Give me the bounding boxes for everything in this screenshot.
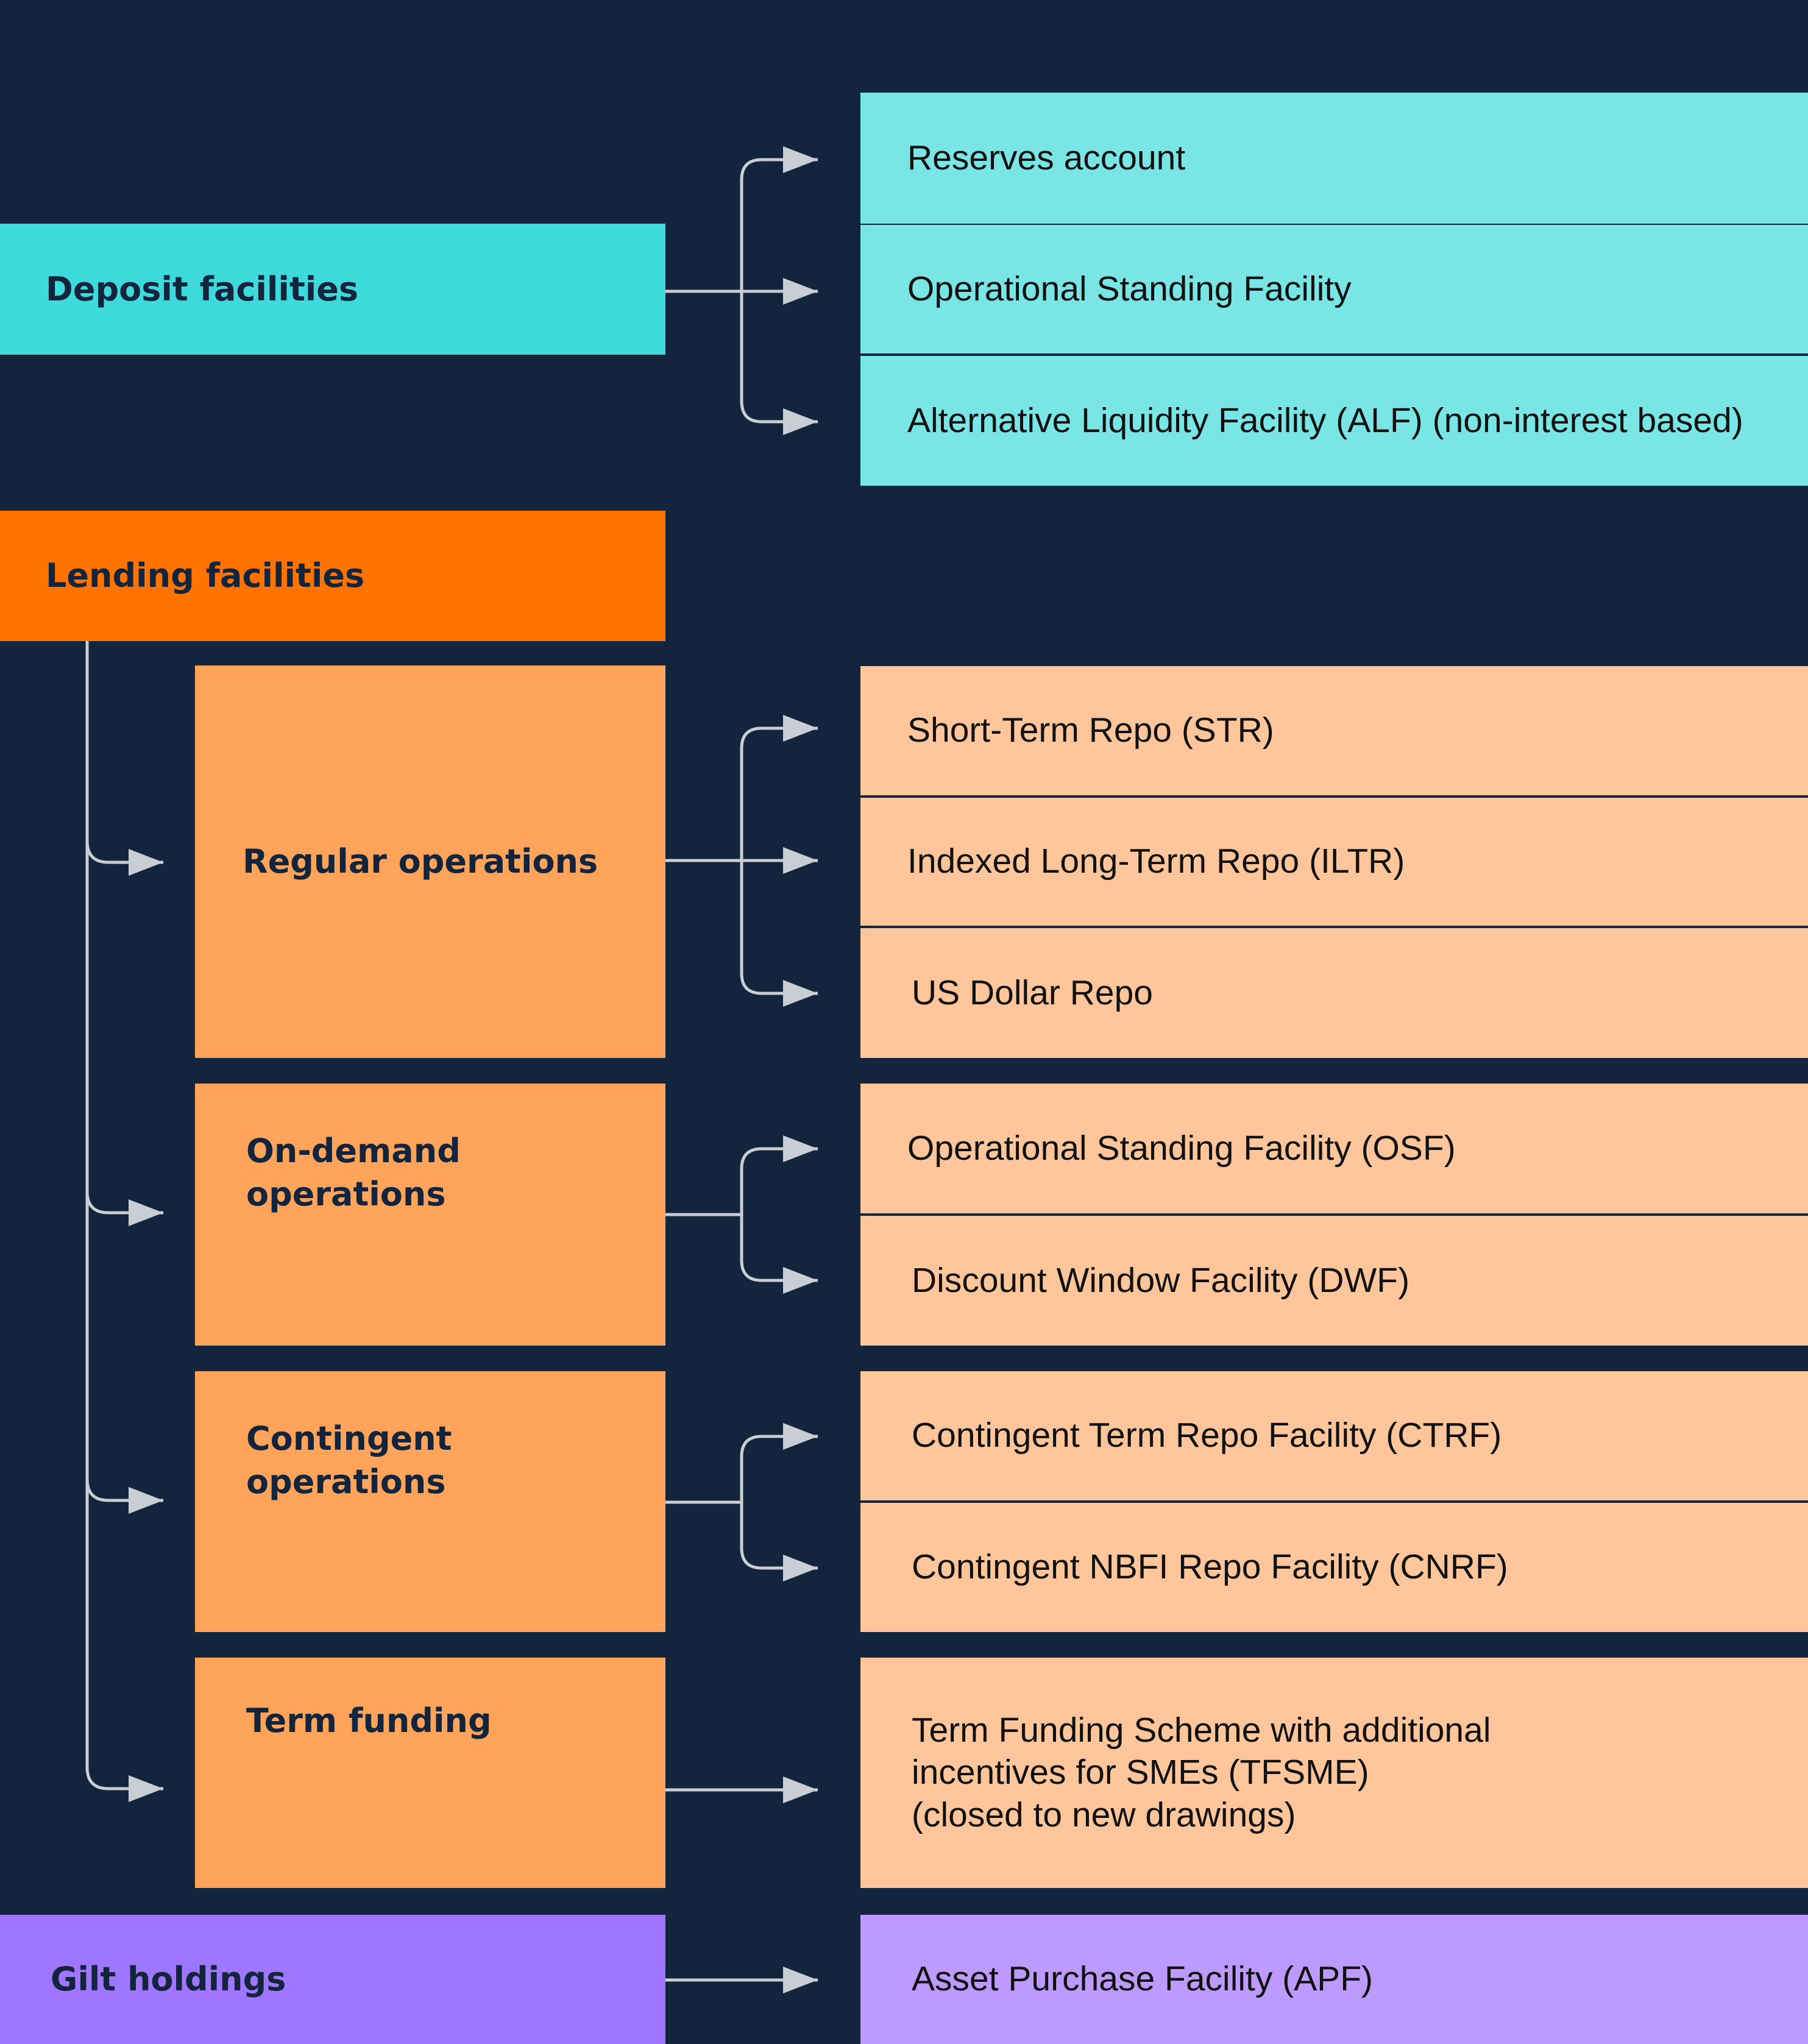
contingent-item-label: Contingent Term Repo Facility (CTRF) bbox=[912, 1416, 1502, 1455]
lending-arrow-regular bbox=[85, 840, 163, 864]
term-funding-label: Term funding bbox=[246, 1702, 492, 1740]
term-funding-item-label: Term Funding Scheme with additional ince… bbox=[912, 1710, 1491, 1834]
regular-item-label: US Dollar Repo bbox=[912, 973, 1153, 1012]
gilt-item-label: Asset Purchase Facility (APF) bbox=[912, 1959, 1374, 1999]
regular-operations-label: Regular operations bbox=[243, 842, 598, 881]
regular-item-label: Indexed Long-Term Repo (ILTR) bbox=[907, 842, 1405, 881]
ondemand-item-label: Operational Standing Facility (OSF) bbox=[907, 1128, 1456, 1168]
deposit-item-alf: Alternative Liquidity Facility (ALF) (no… bbox=[860, 356, 1808, 486]
gilt-holdings-label: Gilt holdings bbox=[51, 1960, 286, 1999]
regular-item-usd-repo: US Dollar Repo bbox=[860, 928, 1808, 1058]
term-funding-box: Term funding bbox=[195, 1658, 665, 1888]
lending-arrow-contingent bbox=[85, 1478, 163, 1502]
lending-facilities-label: Lending facilities bbox=[46, 556, 365, 595]
on-demand-operations-label: On-demand operations bbox=[246, 1132, 461, 1214]
ondemand-bracket bbox=[740, 1147, 818, 1282]
contingent-operations-box: Contingent operations bbox=[195, 1371, 665, 1632]
deposit-facilities-box: Deposit facilities bbox=[0, 224, 665, 355]
on-demand-operations-box: On-demand operations bbox=[195, 1084, 665, 1346]
contingent-item-ctrf: Contingent Term Repo Facility (CTRF) bbox=[860, 1371, 1808, 1500]
arrowheads bbox=[129, 146, 818, 1993]
ondemand-item-osf: Operational Standing Facility (OSF) bbox=[860, 1084, 1808, 1213]
regular-item-iltr: Indexed Long-Term Repo (ILTR) bbox=[860, 798, 1808, 926]
contingent-bracket bbox=[740, 1435, 818, 1570]
ondemand-item-dwf: Discount Window Facility (DWF) bbox=[860, 1216, 1808, 1346]
lending-facilities-box: Lending facilities bbox=[0, 511, 665, 641]
term-funding-item-tfsme: Term Funding Scheme with additional ince… bbox=[860, 1658, 1808, 1888]
deposit-facilities-label: Deposit facilities bbox=[46, 269, 359, 308]
gilt-holdings-box: Gilt holdings bbox=[0, 1915, 665, 2044]
regular-item-str: Short-Term Repo (STR) bbox=[860, 666, 1808, 795]
gilt-item-apf: Asset Purchase Facility (APF) bbox=[860, 1915, 1808, 2044]
lending-arrow-ondemand bbox=[85, 1191, 163, 1215]
deposit-item-osf: Operational Standing Facility bbox=[860, 225, 1808, 353]
deposit-item-label: Alternative Liquidity Facility (ALF) (no… bbox=[907, 400, 1743, 440]
ondemand-item-label: Discount Window Facility (DWF) bbox=[912, 1260, 1410, 1300]
contingent-item-label: Contingent NBFI Repo Facility (CNRF) bbox=[912, 1547, 1508, 1587]
deposit-item-reserves: Reserves account bbox=[860, 93, 1808, 224]
deposit-item-label: Operational Standing Facility bbox=[907, 269, 1352, 308]
regular-bracket bbox=[740, 726, 818, 995]
contingent-item-cnrf: Contingent NBFI Repo Facility (CNRF) bbox=[860, 1503, 1808, 1632]
regular-item-label: Short-Term Repo (STR) bbox=[907, 711, 1274, 750]
deposit-item-label: Reserves account bbox=[907, 138, 1186, 177]
contingent-operations-label: Contingent operations bbox=[246, 1419, 452, 1502]
regular-operations-box: Regular operations bbox=[195, 665, 665, 1058]
lending-trunk bbox=[85, 641, 163, 1790]
